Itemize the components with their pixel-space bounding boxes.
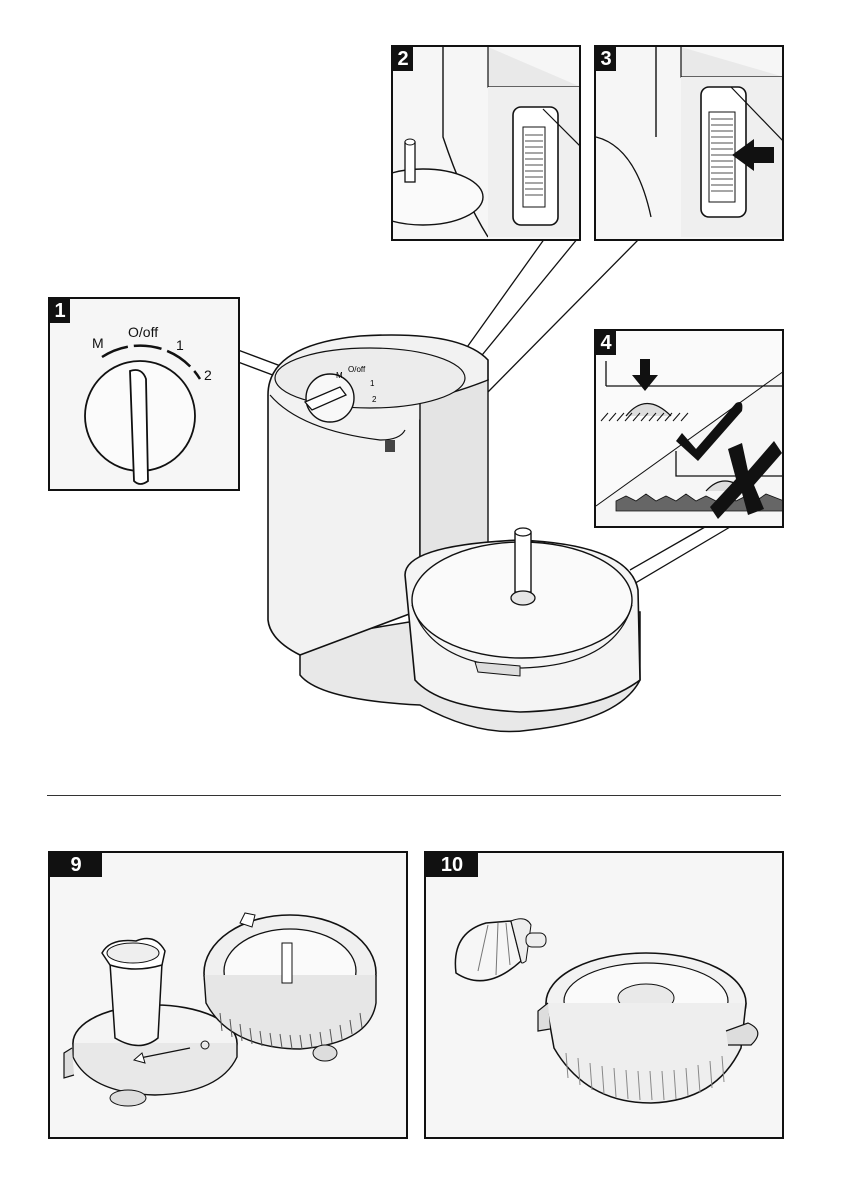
figure-2-panel: 2 (391, 45, 581, 241)
cable-storage-closed (393, 47, 581, 241)
figure-9-panel: 9 (48, 851, 408, 1139)
figure-1-panel: 1 M O/off 1 2 (48, 297, 240, 491)
figure-2-number: 2 (393, 47, 413, 71)
drive-shaft (511, 528, 535, 605)
figure-9-number: 9 (50, 853, 102, 877)
main-dial-label-2: 2 (372, 395, 377, 404)
surface-placement-diagram (596, 331, 784, 528)
main-dial-label-m: M (336, 371, 343, 380)
dial-label-1: 1 (176, 337, 184, 353)
figure-3-panel: 3 (594, 45, 784, 241)
dial-label-off: O/off (128, 324, 158, 340)
figure-1-number: 1 (50, 299, 70, 323)
figure-4-number: 4 (596, 331, 616, 355)
figure-4-panel: 4 (594, 329, 784, 528)
pusher-lid-and-filter-ring (50, 853, 408, 1139)
figure-10-number: 10 (426, 853, 478, 877)
figure-10-panel: 10 (424, 851, 784, 1139)
cable-storage-push (596, 47, 784, 241)
main-dial-label-1: 1 (370, 379, 375, 388)
dial-label-2: 2 (204, 367, 212, 383)
dial-label-m: M (92, 335, 104, 351)
figure-3-number: 3 (596, 47, 616, 71)
citrus-press-cone-and-bowl (426, 853, 784, 1139)
section-divider (47, 795, 781, 796)
main-dial-label-off: O/off (348, 365, 366, 374)
